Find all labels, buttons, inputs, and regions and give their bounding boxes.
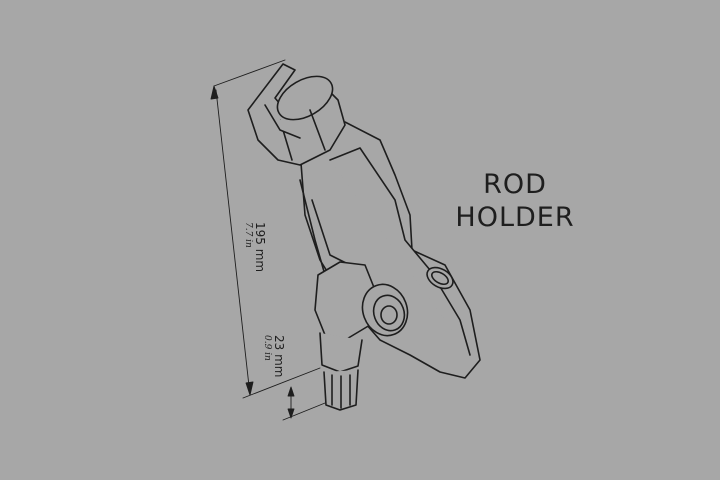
mount-base <box>319 332 363 411</box>
height-metric: 195 mm <box>253 222 267 273</box>
base-metric: 23 mm <box>272 335 286 378</box>
height-dimension-line <box>210 59 331 421</box>
holder-arm <box>299 121 481 379</box>
base-imperial: 0.9 in <box>262 335 272 361</box>
adjust-knob <box>314 261 409 341</box>
base-dimension-label: 23 mm 0.9 in <box>262 335 286 377</box>
height-dimension-label: 195 mm 7.7 in <box>243 222 267 272</box>
rod-clamp <box>247 63 346 166</box>
height-imperial: 7.7 in <box>243 222 253 248</box>
title-line-1: ROD <box>483 169 547 200</box>
title-line-2: HOLDER <box>455 202 575 233</box>
product-title: ROD HOLDER <box>440 168 590 234</box>
